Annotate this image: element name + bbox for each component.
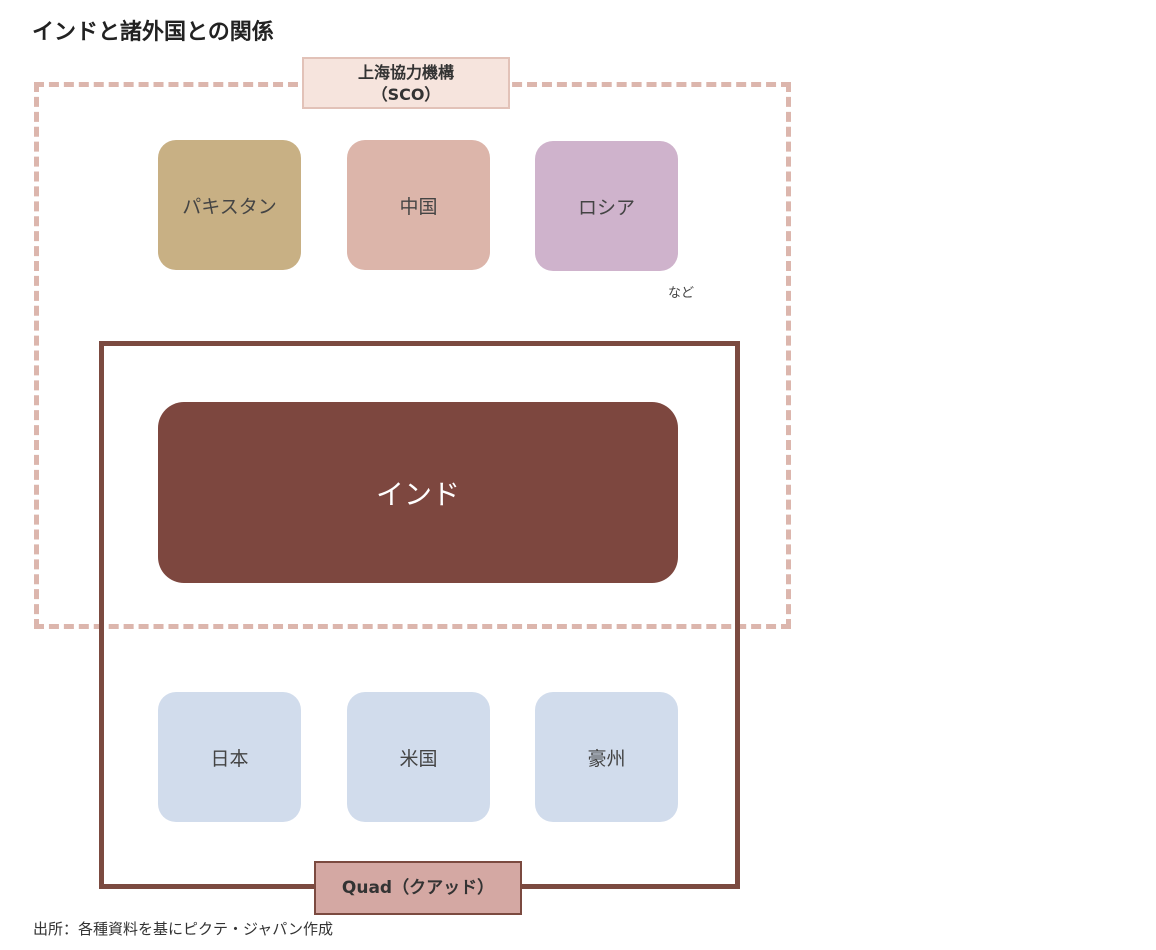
etc-note: など bbox=[668, 286, 695, 301]
tile-australia: 豪州 bbox=[535, 692, 678, 822]
tile-label: 米国 bbox=[399, 747, 438, 770]
tile-usa: 米国 bbox=[347, 692, 490, 822]
tile-label: インド bbox=[375, 477, 460, 511]
quad-label: Quad（クアッド） bbox=[314, 861, 522, 915]
tile-label: 豪州 bbox=[587, 747, 626, 770]
tile-label: 日本 bbox=[210, 747, 249, 770]
tile-label: パキスタン bbox=[182, 195, 277, 218]
tile-japan: 日本 bbox=[158, 692, 301, 822]
tile-china: 中国 bbox=[347, 140, 490, 270]
sco-label-abbr: （SCO） bbox=[371, 85, 441, 104]
sco-label: 上海協力機構 （SCO） bbox=[302, 57, 510, 109]
tile-pakistan: パキスタン bbox=[158, 140, 301, 270]
tile-india: インド bbox=[158, 402, 678, 583]
source-note: 出所：各種資料を基にピクテ・ジャパン作成 bbox=[33, 920, 334, 938]
diagram-title: インドと諸外国との関係 bbox=[32, 20, 274, 45]
tile-label: 中国 bbox=[399, 195, 438, 218]
tile-russia: ロシア bbox=[535, 141, 678, 271]
tile-label: ロシア bbox=[577, 196, 635, 219]
sco-label-name: 上海協力機構 bbox=[357, 63, 454, 82]
